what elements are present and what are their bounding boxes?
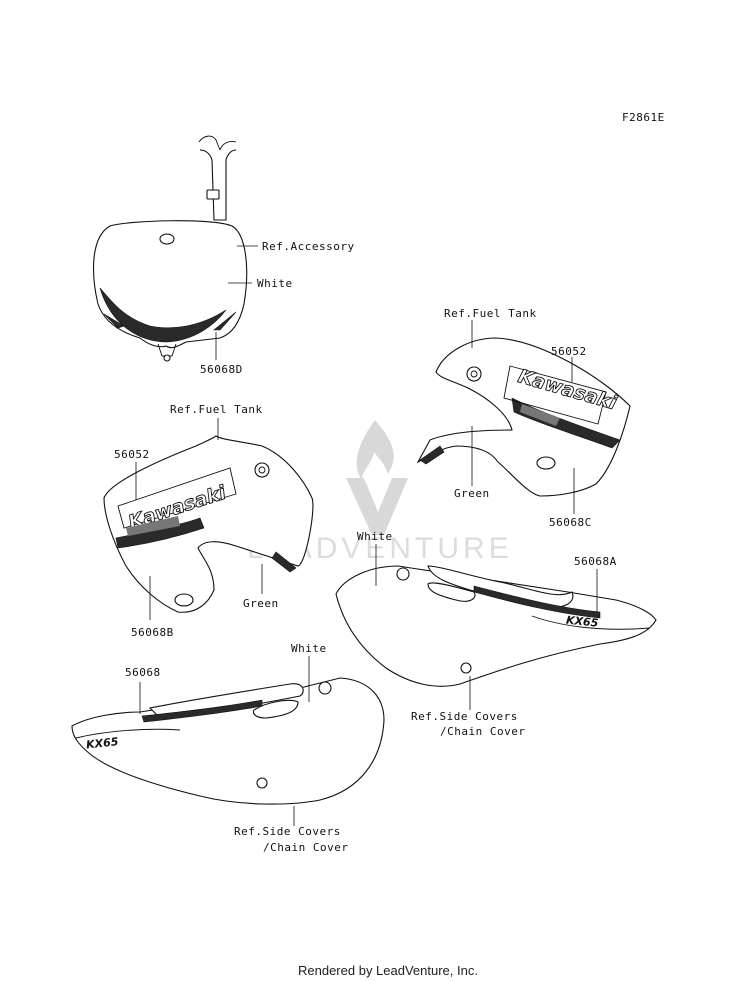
label-56052-left: 56052 — [114, 448, 150, 461]
label-ref-side-covers-right-2: /Chain Cover — [440, 725, 525, 738]
label-white-3: White — [291, 642, 327, 655]
label-ref-side-covers-left-2: /Chain Cover — [263, 841, 348, 854]
label-56068D: 56068D — [200, 363, 243, 376]
model-decal-right: KX65 — [565, 614, 599, 630]
label-56068A: 56068A — [574, 555, 617, 568]
flame-icon — [356, 420, 394, 480]
label-ref-side-covers-left-1: Ref.Side Covers — [234, 825, 341, 838]
footer-credit: Rendered by LeadVenture, Inc. — [298, 963, 478, 978]
label-white-1: White — [257, 277, 293, 290]
label-ref-fuel-tank-left: Ref.Fuel Tank — [170, 403, 263, 416]
label-ref-side-covers-right-1: Ref.Side Covers — [411, 710, 518, 723]
label-56052-right: 56052 — [551, 345, 587, 358]
label-56068B: 56068B — [131, 626, 174, 639]
left-side-cover: KX65 — [71, 656, 385, 826]
right-shroud: Kawasaki — [416, 320, 631, 514]
left-shroud: Kawasaki — [103, 418, 314, 620]
label-56068C: 56068C — [549, 516, 592, 529]
label-56068: 56068 — [125, 666, 161, 679]
v-logo-icon — [346, 478, 408, 535]
label-ref-fuel-tank-right: Ref.Fuel Tank — [444, 307, 537, 320]
front-number-plate — [93, 135, 258, 362]
model-decal-left: KX65 — [86, 735, 120, 751]
label-green-left: Green — [243, 597, 279, 610]
right-side-cover: KX65 — [335, 544, 657, 710]
figure-code: F2861E — [622, 111, 665, 124]
label-ref-accessory: Ref.Accessory — [262, 240, 355, 253]
label-green-right: Green — [454, 487, 490, 500]
label-white-2: White — [357, 530, 393, 543]
